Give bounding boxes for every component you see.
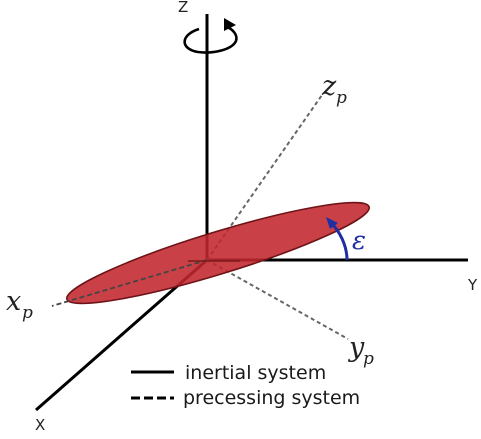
epsilon-angle xyxy=(326,217,349,261)
precessing-y-axis xyxy=(206,259,349,340)
precessing-x-label: x p xyxy=(6,286,33,323)
legend: inertial system precessing system xyxy=(131,362,360,409)
precessing-disk xyxy=(65,201,371,305)
svg-text:x: x xyxy=(6,286,21,317)
precessing-z-axis xyxy=(206,94,323,261)
rotation-arrow-icon xyxy=(183,18,238,54)
svg-text:y: y xyxy=(348,332,365,363)
precessing-z-label: z p xyxy=(321,71,347,108)
legend-solid-label: inertial system xyxy=(185,362,326,384)
svg-text:p: p xyxy=(22,303,33,323)
inertial-z-label: Z xyxy=(178,0,188,16)
svg-text:p: p xyxy=(336,88,347,108)
epsilon-label: ε xyxy=(352,226,366,256)
svg-text:p: p xyxy=(363,349,374,369)
inertial-x-label: X xyxy=(35,416,45,434)
legend-dashed-label: precessing system xyxy=(183,387,360,409)
precessing-x-axis xyxy=(51,259,208,307)
inertial-y-label: Y xyxy=(467,276,478,294)
svg-text:z: z xyxy=(321,71,337,102)
precessing-y-label: y p xyxy=(348,332,374,369)
